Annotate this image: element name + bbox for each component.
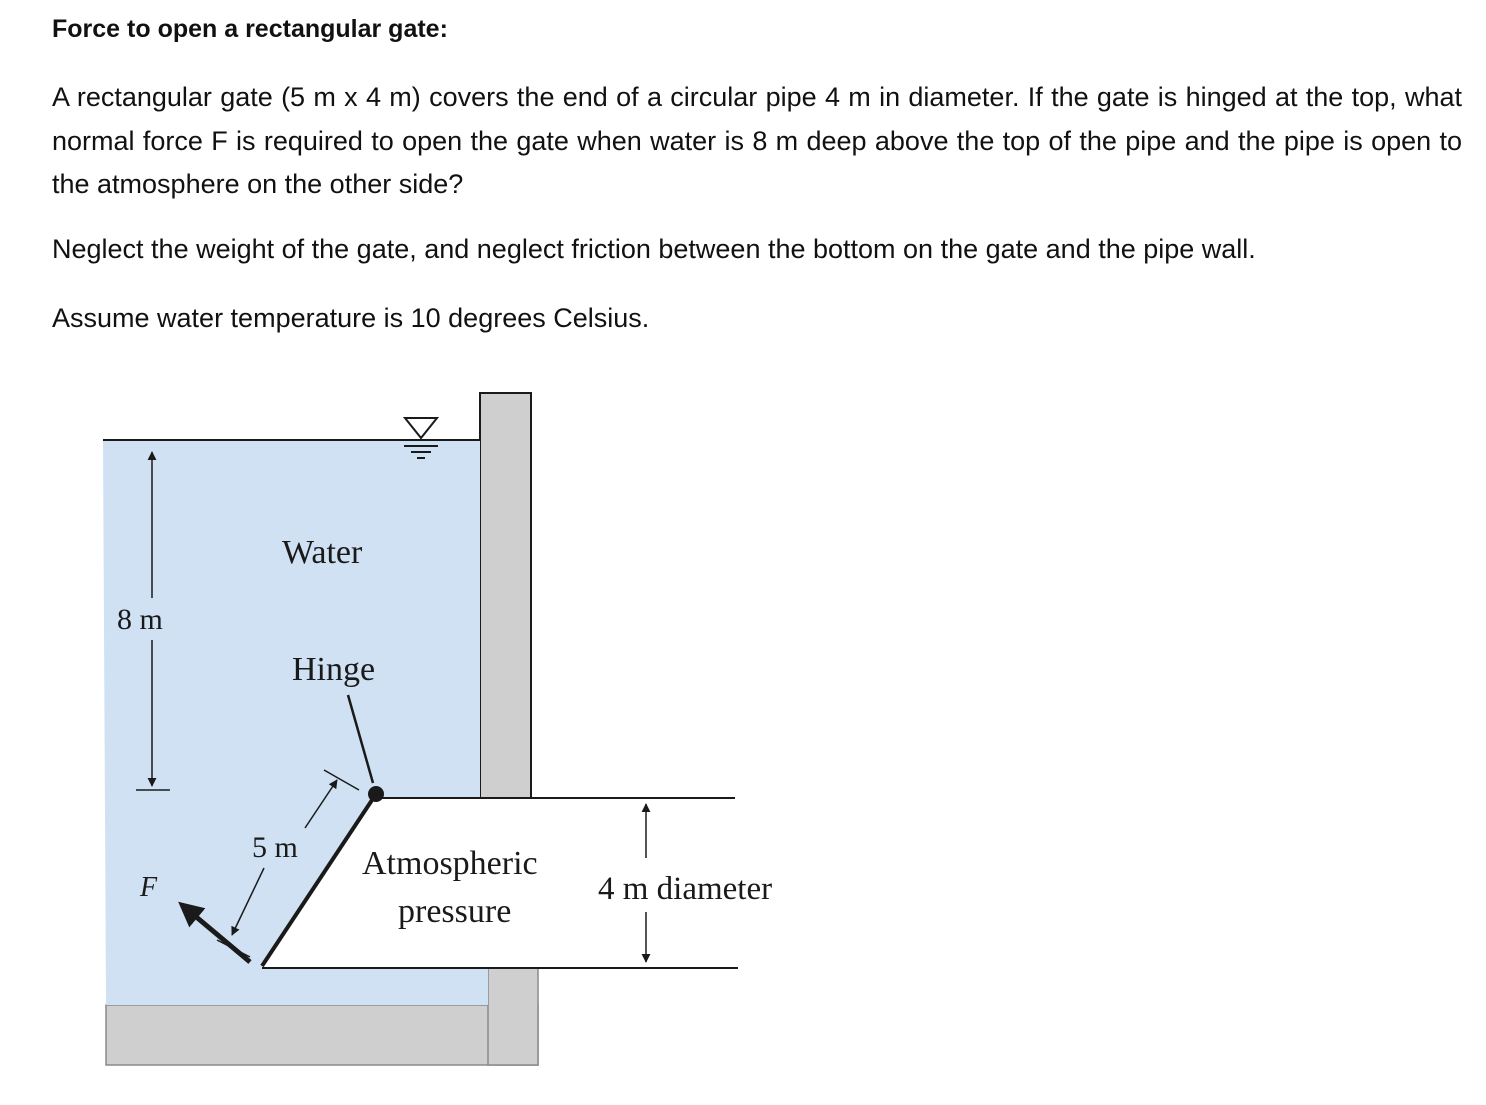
depth-dimension <box>136 451 170 791</box>
force-arrow <box>178 901 252 964</box>
neglect-note: Neglect the weight of the gate, and negl… <box>52 234 1256 264</box>
hinge-label: Hinge <box>292 651 375 688</box>
force-label: F <box>139 872 158 903</box>
gate <box>260 792 378 968</box>
atmospheric-label-line2: pressure <box>398 893 511 930</box>
problem-title: Force to open a rectangular gate: <box>52 15 448 43</box>
atmospheric-label-line1: Atmospheric <box>362 845 538 882</box>
free-surface-icon <box>402 417 440 459</box>
tank-right-wall-lower <box>487 967 539 1066</box>
problem-statement: A rectangular gate (5 m x 4 m) covers th… <box>52 82 1462 199</box>
gate-length-label: 5 m <box>252 831 298 864</box>
tank-walls <box>105 392 539 1066</box>
water-body <box>103 440 488 1005</box>
hinge-leader <box>346 694 375 784</box>
tank-bottom-wall <box>105 1004 539 1066</box>
diameter-label: 4 m diameter <box>598 871 772 907</box>
water-label: Water <box>282 534 363 571</box>
depth-label: 8 m <box>117 603 163 636</box>
tank-right-wall-upper <box>479 392 532 799</box>
hinge-point <box>368 786 384 802</box>
temperature-note: Assume water temperature is 10 degrees C… <box>52 303 650 333</box>
